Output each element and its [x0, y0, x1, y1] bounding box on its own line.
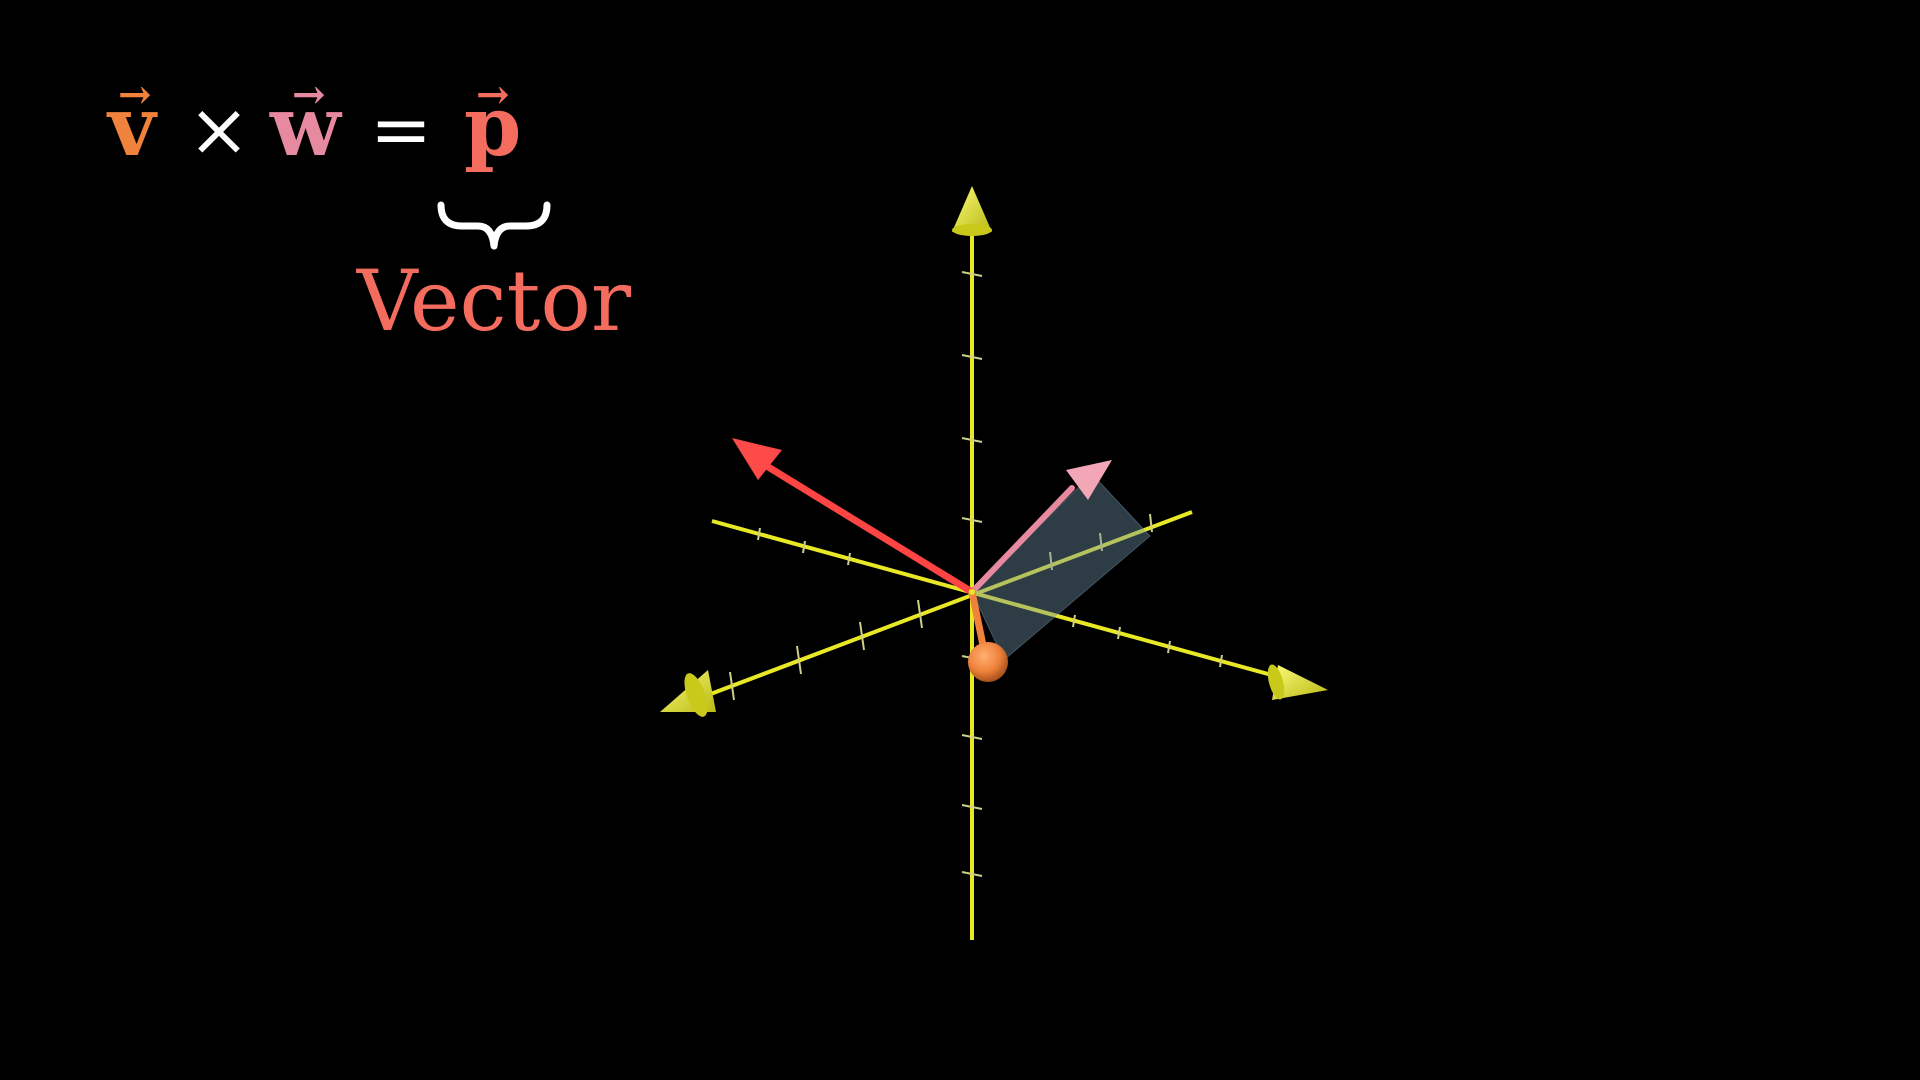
- y-axis-tip-base: [684, 673, 708, 717]
- y-axis-ticks: [729, 513, 1153, 701]
- equation-w-arrow: →: [292, 71, 326, 118]
- equation-v-symbol: v: [106, 79, 158, 175]
- vector-v-tip-icon: [968, 642, 1008, 682]
- underbrace-annotation: Vector: [356, 201, 632, 350]
- x-axis-tip-icon: [1272, 665, 1328, 700]
- equation-v-arrow: →: [118, 71, 152, 118]
- vertical-axis-ticks: [961, 271, 983, 877]
- y-axis: [699, 510, 1193, 700]
- vector-w-tip-icon: [1066, 460, 1112, 500]
- equation-p-symbol: p: [464, 79, 521, 175]
- equation: v → × w → = p →: [106, 71, 521, 175]
- vector-label: Vector: [356, 252, 632, 350]
- vector-w-shaft: [969, 485, 1075, 595]
- origin-point: [969, 589, 975, 595]
- x-axis-tip-base: [1267, 664, 1285, 700]
- vector-v-arrow: [968, 588, 1008, 682]
- vertical-axis-tip-base: [952, 224, 992, 236]
- vector-p-tip-icon: [732, 438, 782, 480]
- x-axis: [711, 519, 1291, 682]
- vector-w-arrow: [969, 460, 1112, 595]
- vector-p-arrow: [732, 438, 976, 596]
- equation-w-symbol: w: [269, 79, 343, 175]
- underbrace-icon: [437, 201, 551, 250]
- equation-p-arrow: →: [476, 71, 510, 118]
- parallelogram-area: [971, 473, 1151, 661]
- vector-v-shaft: [968, 588, 988, 654]
- coordinate-axes: [660, 186, 1328, 940]
- equation-times-operator: ×: [188, 87, 250, 173]
- x-axis-ticks: [757, 527, 1223, 668]
- equation-equals-operator: =: [370, 87, 432, 173]
- vector-p-shaft: [761, 461, 976, 596]
- vertical-axis-tip-icon: [952, 186, 992, 232]
